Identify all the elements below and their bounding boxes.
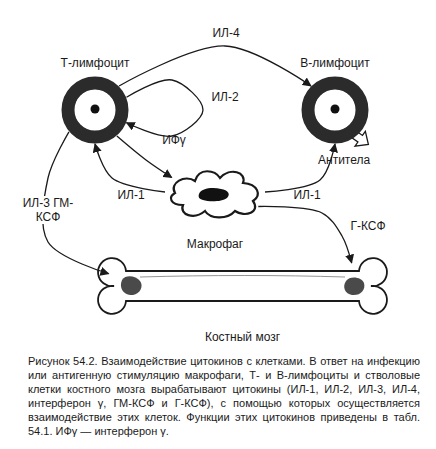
node-shape [165,163,265,221]
cytokine-label: ИЛ-2 [208,90,242,104]
macrophage-nucleus [199,188,229,201]
node-label: Макрофаг [160,237,270,251]
node-shape [61,76,129,144]
cytokine-arrow [95,144,165,192]
bone-shaft-line [140,276,345,278]
cytokine-label: Г-КСФ [348,219,388,233]
cell-node: В-лимфоцит [285,52,385,148]
macrophage-outline [171,171,258,217]
node-label: Костный мозг [100,330,385,344]
node-shape [100,250,385,322]
cytokine-label: ИЛ-1 [116,188,146,202]
node-outline [165,163,265,221]
cell-ring [308,83,362,137]
product-label: Антитела [318,153,370,167]
node-outline [100,250,385,322]
cell-body [75,90,115,130]
cell-nucleus [331,105,340,114]
cell-ring [68,83,122,137]
node-outline [301,76,369,144]
bone-outline [98,258,387,314]
node-label: Т-лимфоцит [45,56,145,70]
cytokine-label: ИЛ-4 [208,26,244,40]
cytokine-label: ИЛ-3 ГМ-КСФ [22,196,74,224]
node-outline [61,76,129,144]
marrow-spot [121,276,142,295]
cytokine-arrow [258,206,351,262]
cell-nucleus [91,105,100,114]
node-label: В-лимфоцит [285,56,385,70]
cytokine-arrow [119,46,311,86]
cytokine-label: ИФγ [160,133,188,147]
cell-node: Т-лимфоцит [45,52,145,148]
marrow-spot [344,277,364,295]
cell-body [315,90,355,130]
node-shape [301,76,369,144]
cytokine-arrow [265,144,335,192]
figure-caption: Рисунок 54.2. Взаимодействие цитокинов с… [28,354,420,438]
cytokine-label: ИЛ-1 [292,188,322,202]
cytokine-arrow [127,80,203,137]
bone-node: Костный мозг [100,250,385,350]
macrophage-node: Макрофаг [160,163,270,253]
